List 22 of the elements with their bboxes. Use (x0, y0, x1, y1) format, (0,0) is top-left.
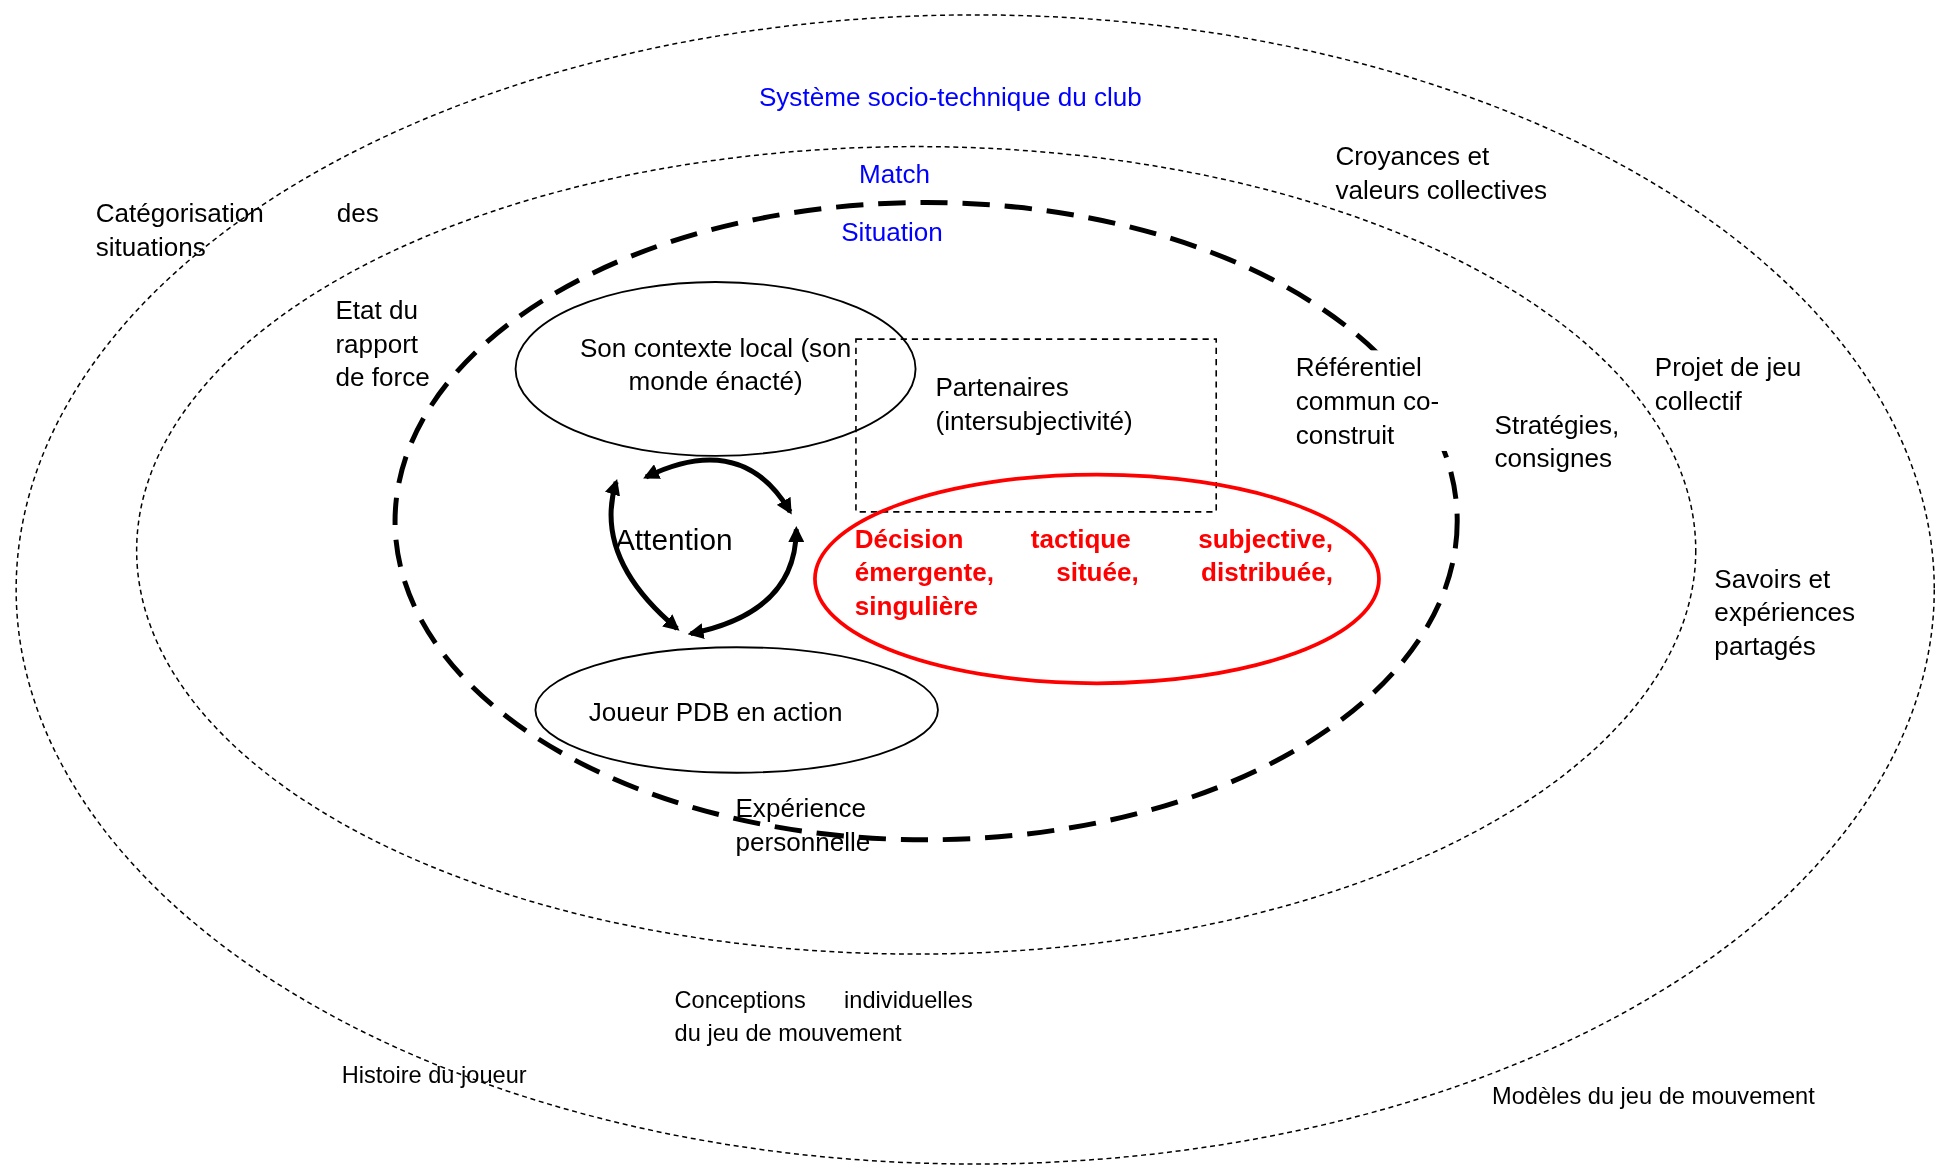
annotation-text: Expérience personnelle (735, 792, 872, 858)
annotation-text: Savoirs et expériences partagés (1714, 563, 1857, 662)
annotation-text: Etat du rapport de force (335, 294, 431, 394)
annotation-text: Attention (614, 523, 734, 557)
node-label: Son contexte local (son monde énacté) (578, 331, 853, 398)
annotation-text: Référentiel commun co-construit (1295, 350, 1448, 451)
node-label: Décision tactique subjective, émergente, située, distribuée, singulière (854, 523, 1333, 622)
annotation-text: Histoire du joueur (341, 1061, 528, 1091)
region-title: Système socio-technique du club (757, 81, 1143, 113)
annotation-text: Stratégies, consignes (1494, 408, 1621, 475)
curved-arrow (643, 457, 793, 515)
region-title: Situation (840, 216, 944, 248)
annotation-text: Modèles du jeu de mouvement (1492, 1082, 1816, 1112)
annotation-text: Conceptions individuelles du jeu de mouvement (674, 985, 973, 1048)
annotation-text: Catégorisation des situations (95, 197, 379, 263)
curved-arrow (605, 478, 680, 631)
node-label: Partenaires (intersubjectivité) (935, 371, 1134, 437)
annotation-text: Croyances et valeurs collectives (1335, 140, 1549, 206)
annotation-text: Projet de jeu collectif (1654, 351, 1803, 417)
region-title: Match (857, 158, 931, 190)
curved-arrow (687, 526, 804, 639)
node-label: Joueur PDB en action (587, 695, 844, 728)
